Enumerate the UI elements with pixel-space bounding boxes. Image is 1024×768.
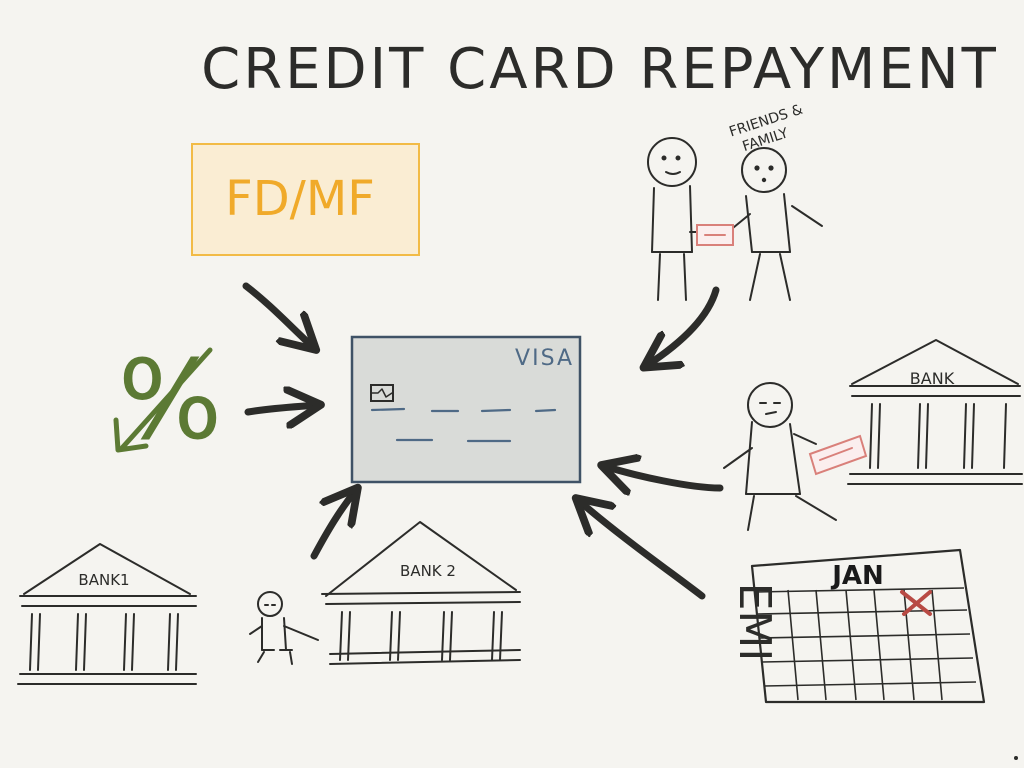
calendar-month-label: JAN <box>830 561 884 591</box>
card-brand-label: VISA <box>515 346 574 371</box>
arrow-from-fd-mf <box>242 282 314 348</box>
bank-building-icon <box>847 339 1023 485</box>
calendar-grid-row <box>757 609 968 615</box>
arrow-from-friends-family <box>646 286 720 366</box>
credit-card-node: VISA <box>350 335 582 484</box>
payment-cross-icon <box>900 590 932 616</box>
person-customer-icon <box>249 591 319 665</box>
bank2-building-icon <box>321 521 521 665</box>
cash-note-icon <box>696 224 734 246</box>
calendar-grid-column <box>787 589 799 701</box>
calendar-grid-column <box>903 589 915 701</box>
calendar-icon <box>750 548 986 704</box>
calendar-grid-column <box>931 589 943 701</box>
calendar-grid-column <box>873 589 885 701</box>
card-chip-icon <box>370 384 394 402</box>
down-left-arrow-icon <box>113 347 213 453</box>
bank-loan-node: BANK <box>723 339 1023 531</box>
calendar-grid-column <box>815 589 827 701</box>
bank1-building-icon <box>17 543 197 685</box>
calendar-grid-row <box>759 633 971 639</box>
arrows <box>242 282 724 600</box>
arrow-from-emi <box>578 500 706 600</box>
bank-label: BANK <box>910 369 955 388</box>
bank1-label: BANK1 <box>78 571 129 589</box>
person-giver-icon <box>647 137 707 301</box>
arrow-from-percent <box>244 405 318 412</box>
fd-mf-label: FD/MF <box>225 171 375 227</box>
arrow-from-bank2 <box>310 490 356 560</box>
card-number-lines <box>370 407 557 443</box>
emi-node: EMI JAN <box>729 548 986 704</box>
person-receiver-icon <box>727 147 823 301</box>
friends-family-node: FRIENDS & FAMILY <box>647 102 823 301</box>
diagram-title: CREDIT CARD REPAYMENT <box>201 37 999 102</box>
corner-dot <box>1014 756 1018 760</box>
person-borrower-icon <box>723 382 837 531</box>
interest-percent-node: % <box>113 336 222 464</box>
calendar-grid-column <box>845 589 857 701</box>
fd-mf-box <box>191 143 420 256</box>
bank1-node: BANK1 <box>17 543 197 685</box>
cheque-icon <box>808 434 868 476</box>
fd-mf-node: FD/MF <box>191 143 420 256</box>
bank2-label: BANK 2 <box>400 562 456 580</box>
bank2-node: BANK 2 <box>249 521 521 665</box>
arrow-from-bank-loan <box>604 466 724 488</box>
calendar-grid-row <box>755 587 965 593</box>
